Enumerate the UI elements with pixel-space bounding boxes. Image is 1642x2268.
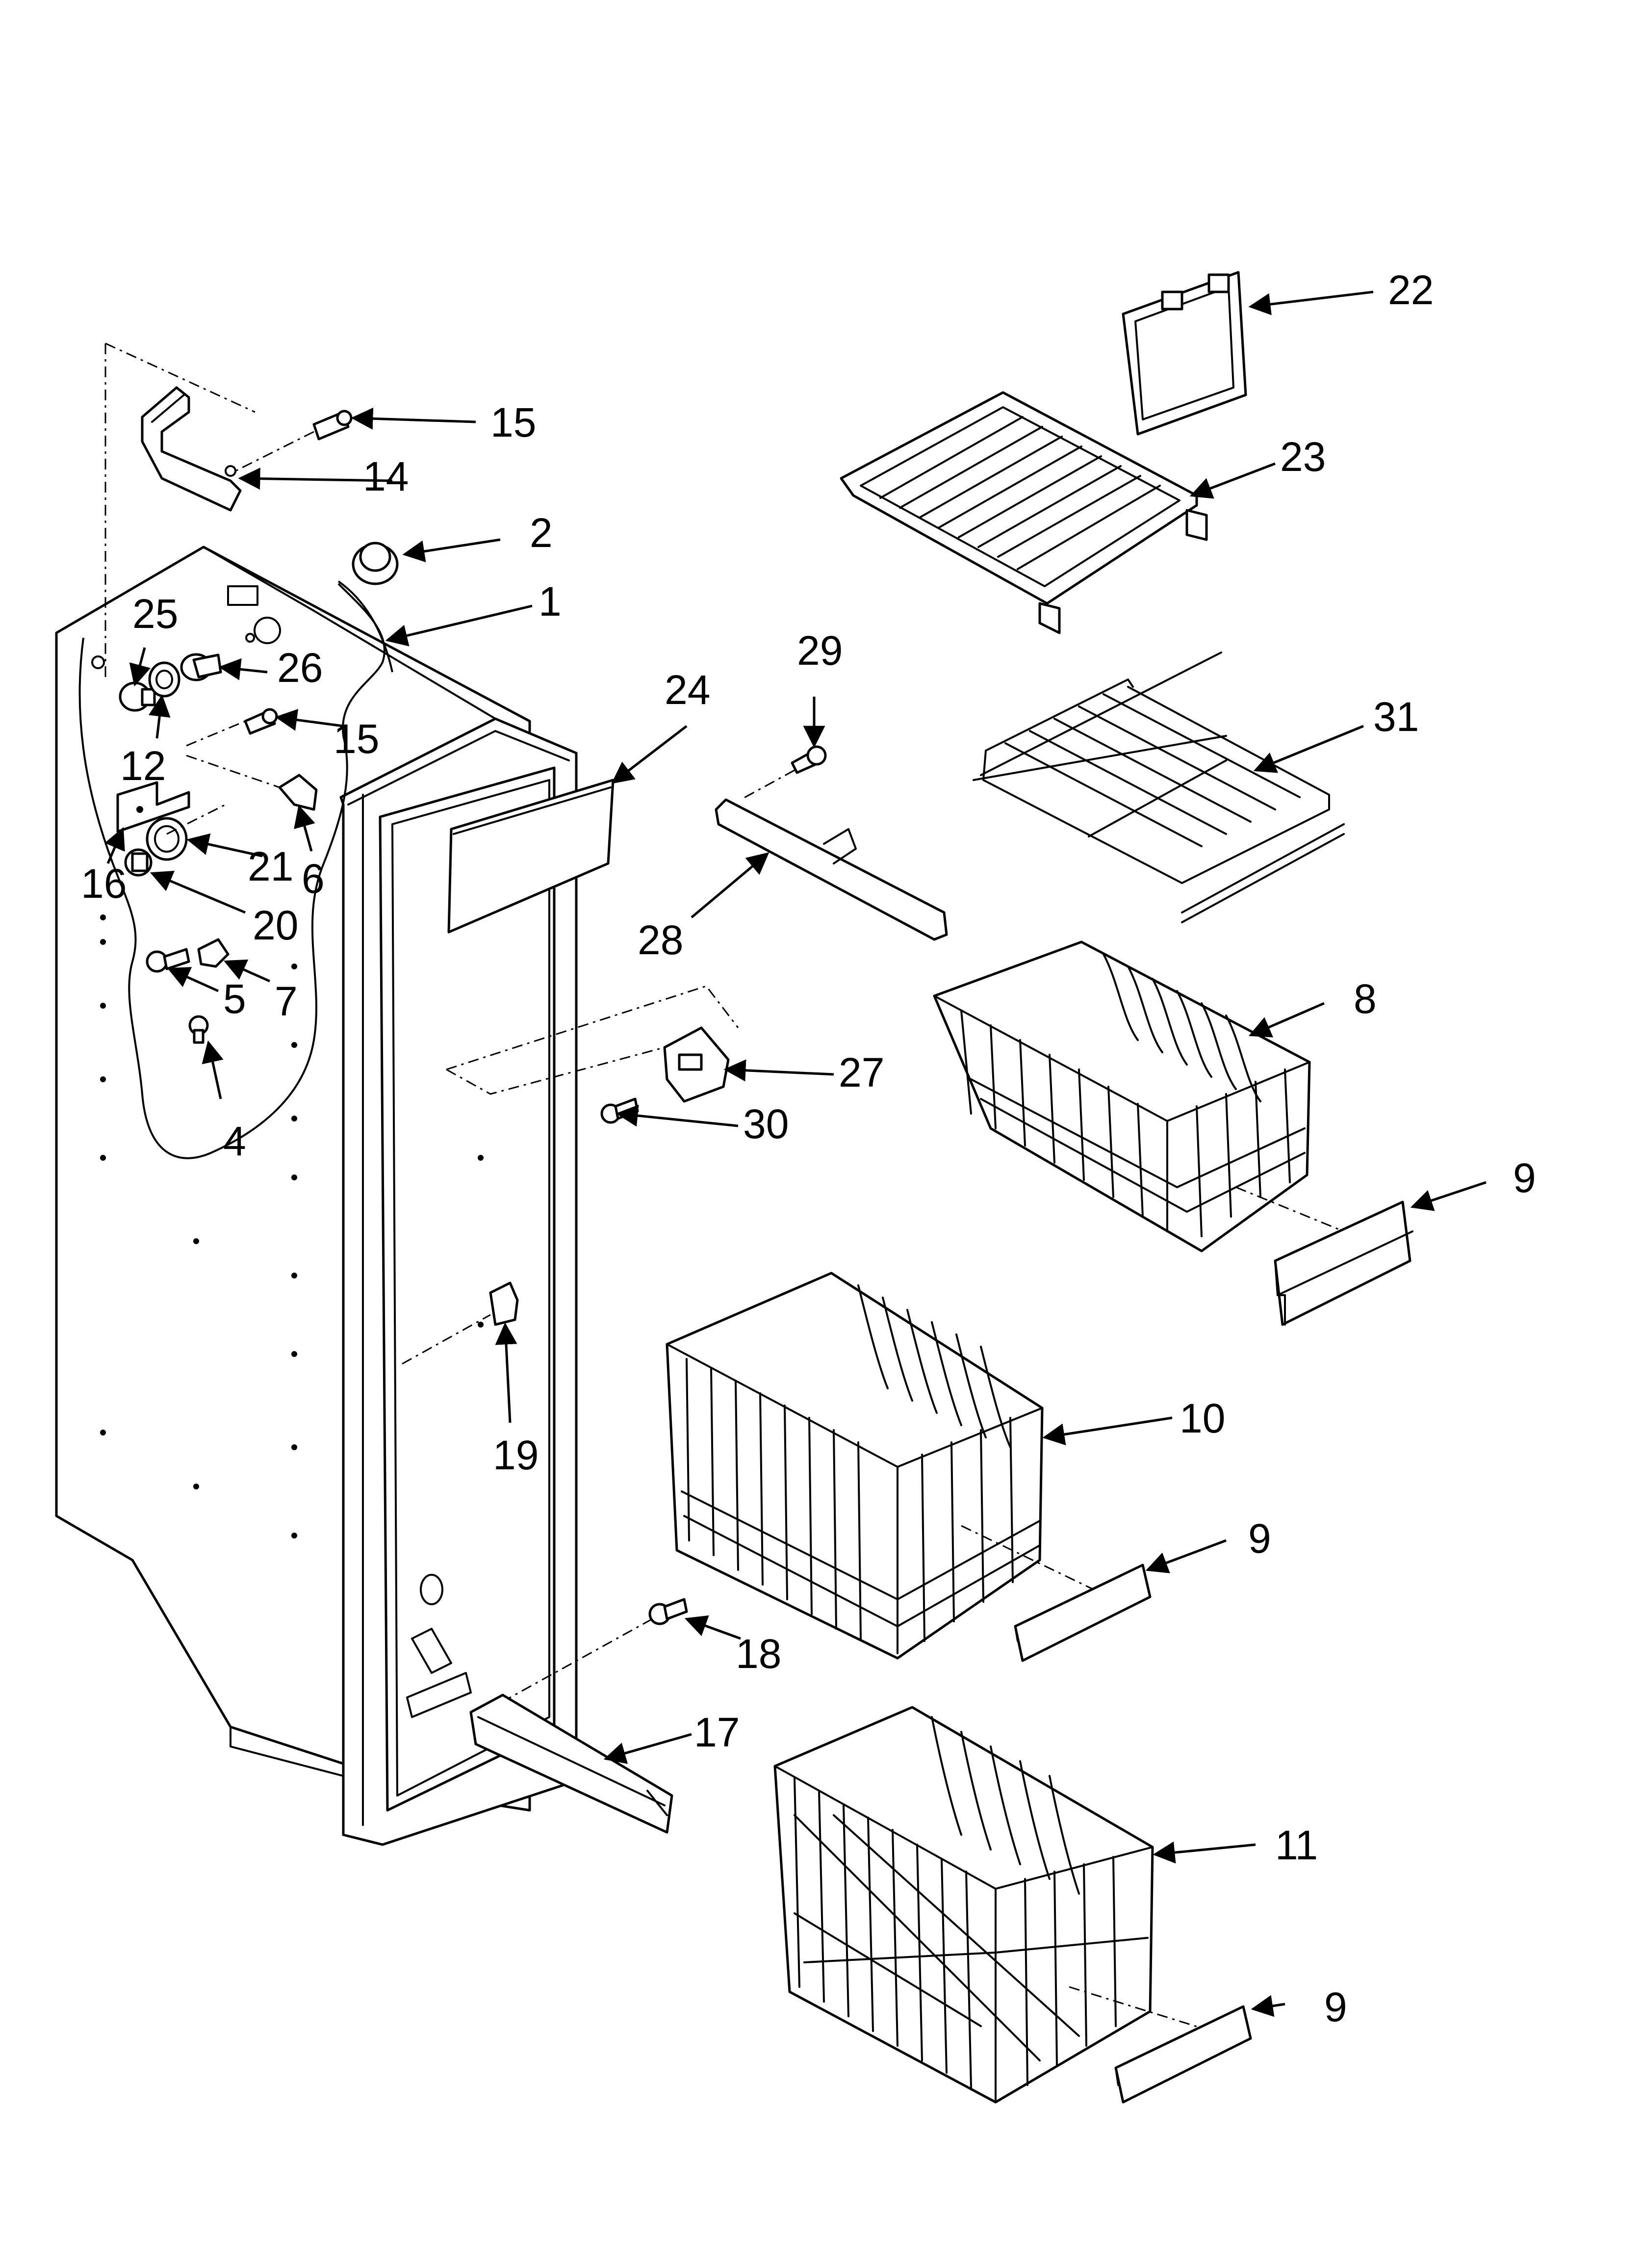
callout-labels: 1 2 4 5 6 7 8 9 9 9 10 11 12 14 15 15 16… [81, 267, 1536, 2030]
part-15-screw-mid [244, 708, 278, 735]
callout-5: 5 [223, 976, 246, 1022]
freezer-liner [55, 546, 578, 1846]
callout-9b: 9 [1248, 1515, 1271, 1562]
callout-6: 6 [302, 856, 325, 902]
part-30-screw [600, 1097, 639, 1124]
part-28-shelf-rail [715, 798, 948, 941]
part-9-basket-front-c [1114, 2005, 1252, 2104]
callout-9a: 9 [1513, 1155, 1536, 1201]
callout-20: 20 [253, 902, 298, 948]
control-area-outline [78, 580, 393, 1159]
callout-26: 26 [277, 645, 323, 691]
part-23-wire-shelf [840, 391, 1208, 634]
part-5-screw [146, 948, 190, 973]
dash-11 [1069, 1986, 1212, 2032]
callout-24: 24 [665, 667, 710, 713]
callout-16: 16 [81, 860, 127, 907]
part-22-shelf-cover [1122, 271, 1247, 436]
part-4-screw [188, 1015, 209, 1044]
callout-31: 31 [1373, 694, 1419, 740]
part-12-socket-base [148, 661, 180, 698]
dash-15 [235, 431, 314, 472]
callout-25: 25 [132, 591, 178, 637]
part-8-wire-basket [933, 940, 1311, 1252]
dash-15b [186, 720, 246, 747]
dash-6 [186, 755, 280, 788]
callout-2: 2 [530, 510, 553, 556]
callout-7: 7 [275, 978, 298, 1024]
part-27-shelf-bracket [663, 1026, 730, 1103]
dash-8 [1235, 1186, 1344, 1232]
callout-18: 18 [736, 1631, 781, 1677]
part-29-screw [791, 745, 827, 774]
part-2-plug-button [352, 542, 399, 585]
callout-28: 28 [638, 917, 683, 963]
callout-1: 1 [539, 578, 562, 625]
part-19-switch [489, 1281, 519, 1326]
part-6-clip [278, 774, 318, 811]
dash-10 [961, 1525, 1094, 1590]
part-31-wire-shelf [973, 652, 1345, 923]
callout-29: 29 [797, 627, 843, 674]
callout-15b: 15 [334, 716, 379, 762]
callout-4: 4 [223, 1118, 246, 1164]
part-21-thermostat-knob [146, 817, 188, 861]
dash-18 [487, 1618, 653, 1711]
dash-27 [446, 985, 739, 1070]
callout-10: 10 [1180, 1395, 1225, 1441]
callout-23: 23 [1280, 434, 1326, 480]
callout-12: 12 [120, 743, 166, 789]
callout-14: 14 [363, 453, 409, 499]
part-20-control [124, 848, 153, 877]
callout-19: 19 [493, 1432, 539, 1478]
part-9-basket-front-a [1274, 1200, 1413, 1326]
callout-9c: 9 [1324, 1984, 1347, 2030]
callout-22: 22 [1388, 267, 1434, 313]
part-25-light-bulb [119, 681, 156, 712]
part-24-label [447, 779, 615, 934]
dash-21 [166, 804, 226, 835]
callout-17: 17 [694, 1709, 740, 1755]
part-26-light-socket [180, 653, 222, 681]
dash-14b [105, 342, 256, 413]
callout-27: 27 [839, 1049, 884, 1095]
part-15-screw-top [312, 410, 353, 441]
part-18-screw [648, 1598, 688, 1625]
dash-29 [740, 769, 795, 801]
part-9-basket-front-b [1014, 1564, 1152, 1662]
part-10-wire-basket [666, 1272, 1044, 1660]
callout-11: 11 [1275, 1822, 1318, 1868]
dash-19 [402, 1314, 491, 1365]
part-11-wire-basket [773, 1706, 1154, 2104]
leader-lines [104, 290, 1487, 2017]
callout-30: 30 [743, 1101, 789, 1147]
callout-8: 8 [1354, 976, 1377, 1022]
dash-27b [446, 1046, 665, 1095]
part-7-clip [197, 938, 230, 968]
callout-15a: 15 [490, 399, 536, 445]
part-17-front-trim [469, 1694, 673, 1834]
part-14-hinge-bracket [141, 386, 242, 512]
callout-21: 21 [248, 843, 293, 889]
